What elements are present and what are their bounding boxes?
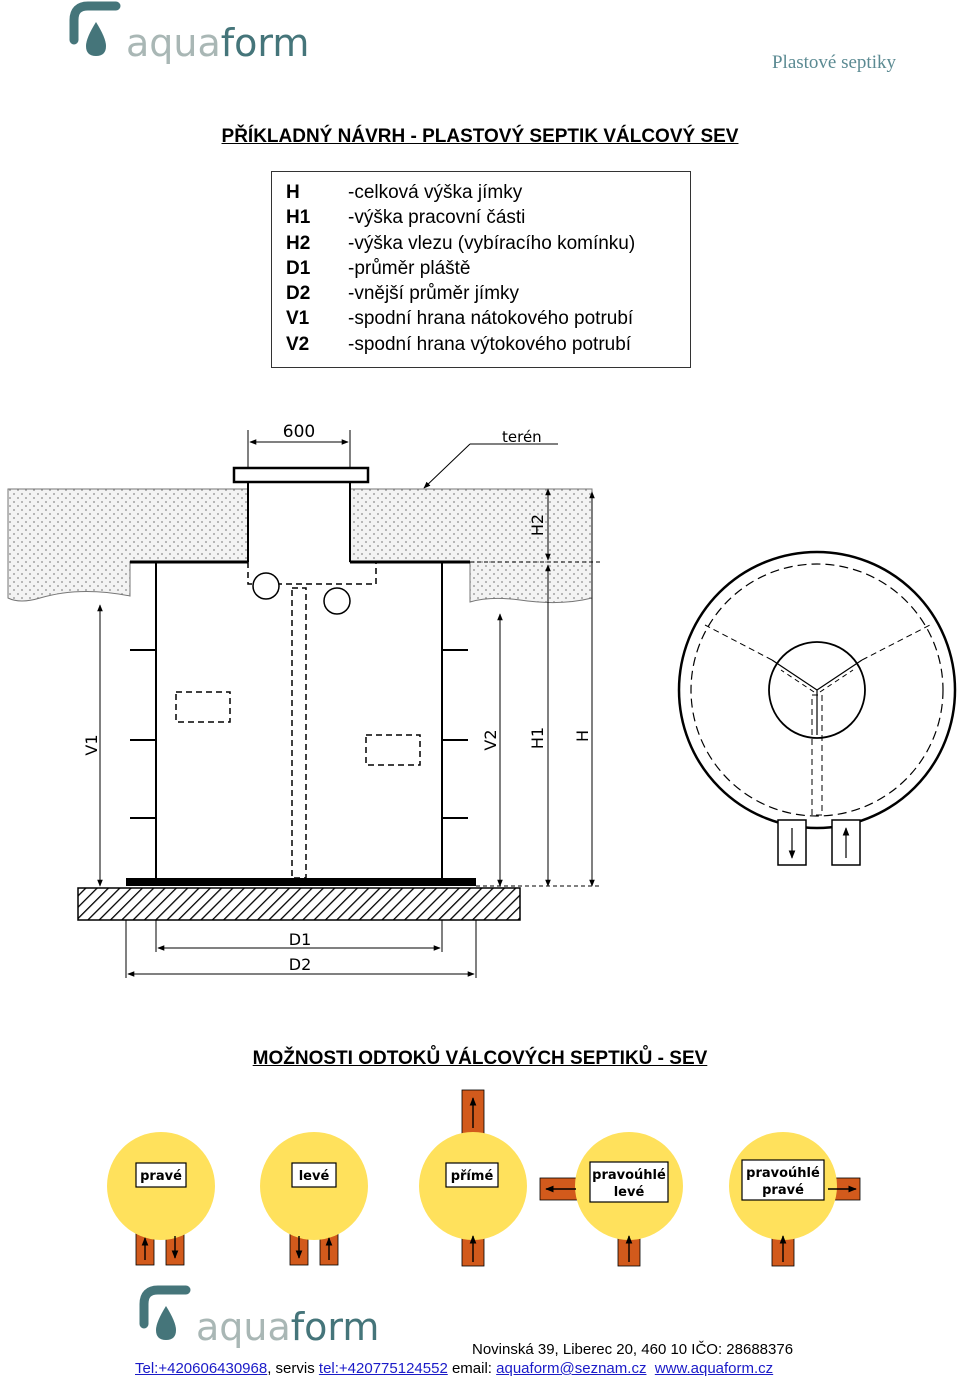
legend-row: D2 -vnější průměr jímky	[286, 281, 678, 306]
option-label-pravouhle-prave-1: pravoúhlé	[746, 1166, 820, 1181]
legend-row: V2 -spodní hrana výtokového potrubí	[286, 332, 678, 357]
logo-text-form: form	[290, 1305, 380, 1349]
servis-text: , servis	[267, 1360, 319, 1377]
inlet-pipe-section	[252, 572, 280, 600]
dimension-d1-label: D1	[289, 930, 312, 949]
legend-description: -spodní hrana nátokového potrubí	[348, 308, 634, 330]
legend-symbol: H2	[286, 232, 311, 254]
legend-symbol: H1	[286, 207, 311, 229]
options-title: MOŽNOSTI ODTOKŮ VÁLCOVÝCH SEPTIKŮ - SEV	[252, 1048, 708, 1069]
water-drop-logo-icon	[69, 1, 121, 56]
email-text: email:	[447, 1360, 497, 1377]
legend-row: D1 -průměr pláště	[286, 256, 678, 281]
soil-left	[7, 488, 249, 602]
legend-description: -průměr pláště	[348, 257, 471, 279]
dimension-v2-label: V2	[481, 729, 500, 750]
dimension-h1-label: H1	[528, 727, 547, 749]
legend-row: H2 -výška vlezu (vybíracího komínku)	[286, 231, 678, 256]
tank-bottom	[126, 878, 476, 886]
option-label-pravouhle-prave-2: pravé	[762, 1183, 804, 1198]
legend-symbol: V2	[286, 333, 310, 355]
septic-tank-drawing: 600 terén H2 V1 V2 H1 H D1 D2	[7, 422, 957, 978]
website-link[interactable]: www.aquaform.cz	[654, 1360, 774, 1377]
legend-symbol: D1	[286, 257, 311, 279]
dimension-h2-label: H2	[528, 514, 547, 536]
dimension-d2-label: D2	[289, 955, 312, 974]
legend-description: -celková výška jímky	[348, 182, 523, 203]
legend-description: -výška pracovní části	[348, 207, 526, 229]
outlet-pipe-section	[323, 587, 351, 615]
water-drop-logo-icon	[139, 1285, 191, 1340]
option-label-prave: pravé	[140, 1169, 182, 1184]
legend-row: H -celková výška jímky	[286, 180, 678, 205]
page-title: PŘÍKLADNÝ NÁVRH - PLASTOVÝ SEPTIK VÁLCOV…	[221, 126, 739, 147]
manhole-lid	[232, 466, 370, 484]
legend-symbol: H	[286, 182, 300, 203]
dimension-600-label: 600	[283, 422, 315, 442]
legend-symbol: D2	[286, 283, 311, 305]
legend-description: -výška vlezu (vybíracího komínku)	[348, 232, 636, 254]
phone-link[interactable]: Tel:+420606430968	[135, 1360, 268, 1377]
dimension-h-label: H	[573, 730, 592, 742]
top-view	[677, 550, 957, 866]
legend-row: H1 -výška pracovní části	[286, 205, 678, 230]
option-label-pravouhle-leve-1: pravoúhlé	[592, 1168, 666, 1183]
footer-contacts: Tel:+420606430968, servis tel:+420775124…	[135, 1360, 773, 1377]
outlet-options: pravé levé přímé pravoúhlé levé pravoúhl…	[107, 1089, 861, 1267]
base-slab	[77, 887, 521, 921]
logo-text-form: form	[220, 21, 310, 65]
legend-box: H -celková výška jímky H1 -výška pracovní …	[271, 171, 691, 368]
option-label-pravouhle-leve-2: levé	[614, 1185, 645, 1200]
legend-symbol: V1	[286, 308, 310, 330]
option-label-prime: přímé	[451, 1169, 494, 1184]
option-label-leve: levé	[299, 1169, 330, 1184]
soil-right	[349, 488, 593, 604]
document-header-label: Plastové septiky	[771, 52, 896, 73]
dimension-v1-label: V1	[82, 734, 101, 755]
logo-text-aqua: aqua	[126, 21, 221, 65]
teren-label: terén	[502, 428, 542, 446]
logo-text-aqua: aqua	[196, 1305, 291, 1349]
legend-row: V1 -spodní hrana nátokového potrubí	[286, 306, 678, 331]
legend-description: -spodní hrana výtokového potrubí	[348, 333, 632, 355]
servis-phone-link[interactable]: tel:+420775124552	[318, 1360, 448, 1377]
email-link[interactable]: aquaform@seznam.cz	[496, 1360, 647, 1377]
legend-description: -vnější průměr jímky	[348, 283, 520, 305]
footer-address: Novinská 39, Liberec 20, 460 10 IČO: 286…	[472, 1341, 794, 1358]
